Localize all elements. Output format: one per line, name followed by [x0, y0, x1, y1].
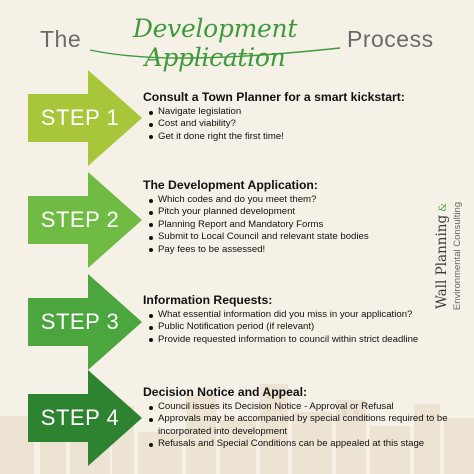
bullet-icon [149, 122, 153, 127]
step-2-list: Which codes and do you meet them? Pitch … [143, 194, 453, 256]
brand-name-line: Wall Planning & [434, 166, 452, 346]
step-1-label: STEP 1 [40, 105, 120, 130]
step-2-arrow-shape [28, 172, 142, 268]
page-title: The Development Application Process [0, 14, 474, 72]
step-2-content: The Development Application: Which codes… [143, 178, 453, 256]
step-4-arrow-shape [28, 370, 142, 466]
title-prefix: The [40, 26, 82, 52]
step-4-label: STEP 4 [40, 405, 120, 430]
step-2-heading: The Development Application: [143, 178, 318, 192]
step-1-arrow-shape [28, 70, 142, 166]
title-suffix: Process [347, 26, 434, 52]
list-item: Which codes and do you meet them? [149, 194, 453, 206]
bullet-icon [149, 210, 153, 215]
brand-name: Wall Planning [434, 214, 450, 310]
step-3-content: Information Requests: What essential inf… [143, 293, 453, 346]
list-item: Council issues its Decision Notice - App… [149, 401, 453, 413]
step-1-list: Navigate legislation Cost and viability?… [143, 106, 453, 143]
step-2-arrow: STEP 2 [28, 172, 142, 268]
step-3-label: STEP 3 [40, 309, 120, 334]
list-item: Get it done right the first time! [149, 131, 453, 143]
list-item: Cost and viability? [149, 118, 453, 130]
brand-subtitle: Environmental Consulting [452, 201, 463, 311]
step-1-heading: Consult a Town Planner for a smart kicks… [143, 90, 405, 104]
list-item: Navigate legislation [149, 106, 453, 118]
bullet-icon [149, 223, 153, 228]
step-4-heading: Decision Notice and Appeal: [143, 385, 308, 399]
step-1-arrow: STEP 1 [28, 70, 142, 166]
bullet-icon [149, 417, 153, 422]
list-item: Pay fees to be assessed! [149, 244, 453, 256]
bullet-icon [149, 313, 153, 318]
bullet-icon [149, 442, 153, 447]
title-flourish [89, 47, 341, 59]
bullet-icon [149, 198, 153, 203]
brand-ampersand: & [438, 202, 449, 212]
bullet-icon [149, 135, 153, 140]
list-item: Provide requested information to council… [149, 334, 453, 346]
bullet-icon [149, 325, 153, 330]
list-item: What essential information did you miss … [149, 309, 453, 321]
step-4-content: Decision Notice and Appeal: Council issu… [143, 385, 453, 451]
list-item: Pitch your planned development [149, 206, 453, 218]
bullet-icon [149, 110, 153, 115]
list-item: Approvals may be accompanied by special … [149, 413, 453, 438]
step-3-arrow: STEP 3 [28, 274, 142, 370]
bullet-icon [149, 405, 153, 410]
list-item: Public Notification period (if relevant) [149, 321, 453, 333]
step-4-arrow: STEP 4 [28, 370, 142, 466]
bullet-icon [149, 248, 153, 253]
list-item: Submit to Local Council and relevant sta… [149, 231, 453, 243]
step-3-arrow-shape [28, 274, 142, 370]
list-item: Refusals and Special Conditions can be a… [149, 438, 453, 450]
brand-logo: Wall Planning & Environmental Consulting [434, 166, 470, 346]
step-1-content: Consult a Town Planner for a smart kicks… [143, 90, 453, 143]
bullet-icon [149, 235, 153, 240]
bullet-icon [149, 338, 153, 343]
step-4-list: Council issues its Decision Notice - App… [143, 401, 453, 451]
step-3-heading: Information Requests: [143, 293, 273, 307]
list-item: Planning Report and Mandatory Forms [149, 219, 453, 231]
step-3-list: What essential information did you miss … [143, 309, 453, 346]
step-2-label: STEP 2 [40, 207, 120, 232]
